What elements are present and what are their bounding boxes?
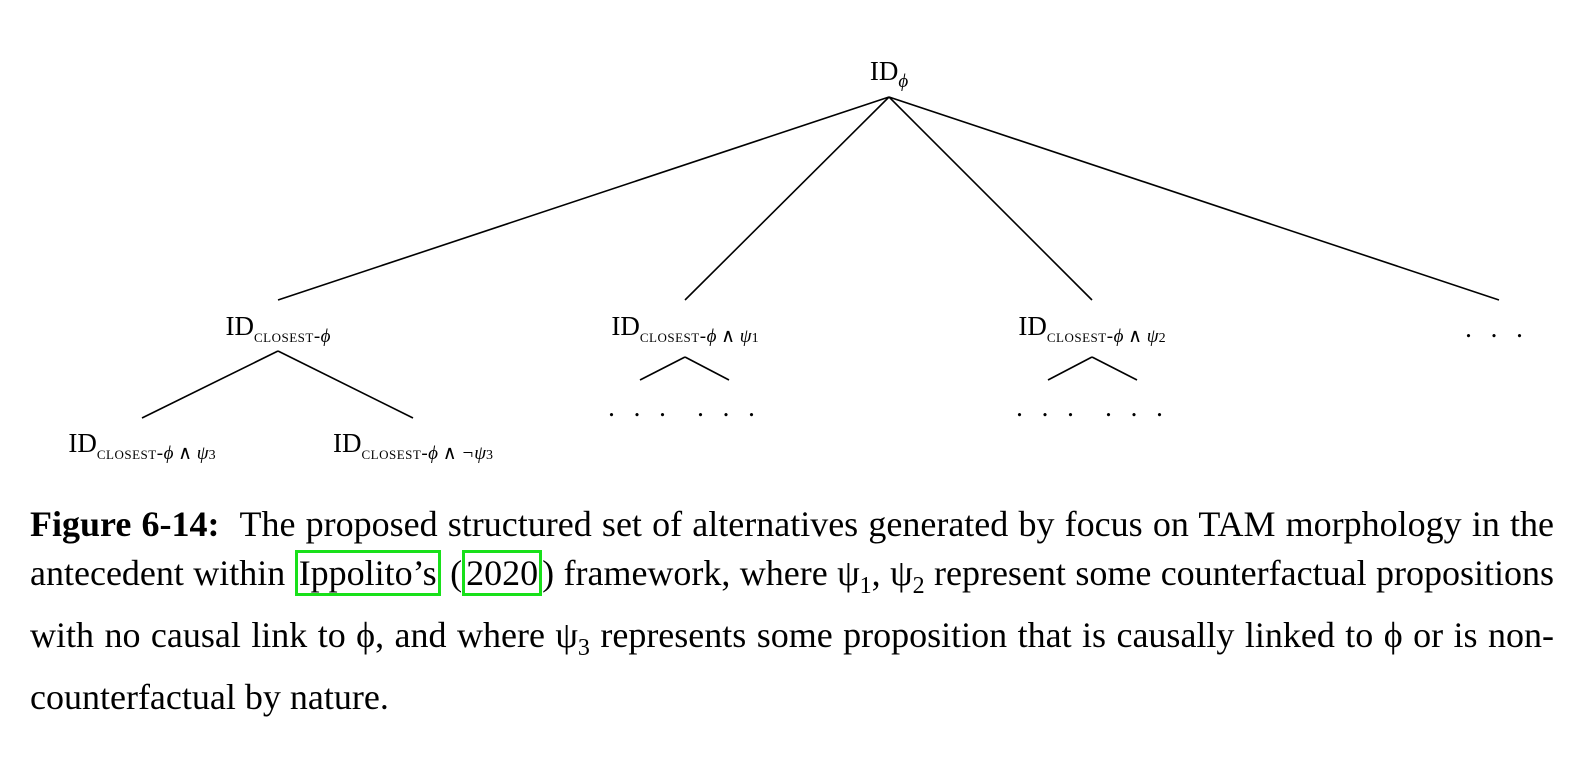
node-closest: IDclosest-ϕ [225, 311, 331, 347]
node-closest-psi1: IDclosest-ϕ ∧ ψ1 [611, 311, 759, 347]
leaf-ellipsis-psi1-left: . . . [608, 392, 672, 422]
edge-psi2-right [1091, 356, 1138, 381]
tree-edges [141, 96, 1500, 419]
leaf-ellipsis-psi2-right: . . . [1105, 392, 1169, 422]
edge-psi1-left [639, 356, 686, 381]
node-closest-not-psi3: IDclosest-ϕ ∧ ¬ψ3 [332, 428, 494, 464]
figure-label: Figure 6-14: [30, 504, 220, 544]
edge-root-ellipsis [888, 96, 1500, 301]
level1-ellipsis: . . . [1465, 313, 1529, 343]
edge-root-psi1 [684, 96, 890, 301]
leaf-ellipsis-psi2-left: . . . [1016, 392, 1080, 422]
leaf-ellipsis-psi1-right: . . . [697, 392, 761, 422]
citation-year-link[interactable]: 2020 [462, 550, 543, 596]
node-closest-psi2: IDclosest-ϕ ∧ ψ2 [1018, 311, 1166, 347]
edge-closest-notpsi3 [277, 350, 414, 419]
edge-root-psi2 [888, 96, 1093, 301]
edge-root-closest [277, 96, 890, 301]
edge-closest-psi3 [141, 350, 279, 419]
edge-psi2-left [1047, 356, 1093, 381]
tree-diagram: IDϕ IDclosest-ϕ IDclosest-ϕ ∧ ψ1 IDclose… [68, 56, 1529, 464]
edge-psi1-right [684, 356, 730, 381]
root-node: IDϕ [869, 56, 909, 92]
citation-author-link[interactable]: Ippolito’s [294, 550, 441, 596]
figure-caption: Figure 6-14:The proposed structured set … [30, 504, 1554, 718]
node-closest-psi3: IDclosest-ϕ ∧ ψ3 [68, 428, 216, 464]
